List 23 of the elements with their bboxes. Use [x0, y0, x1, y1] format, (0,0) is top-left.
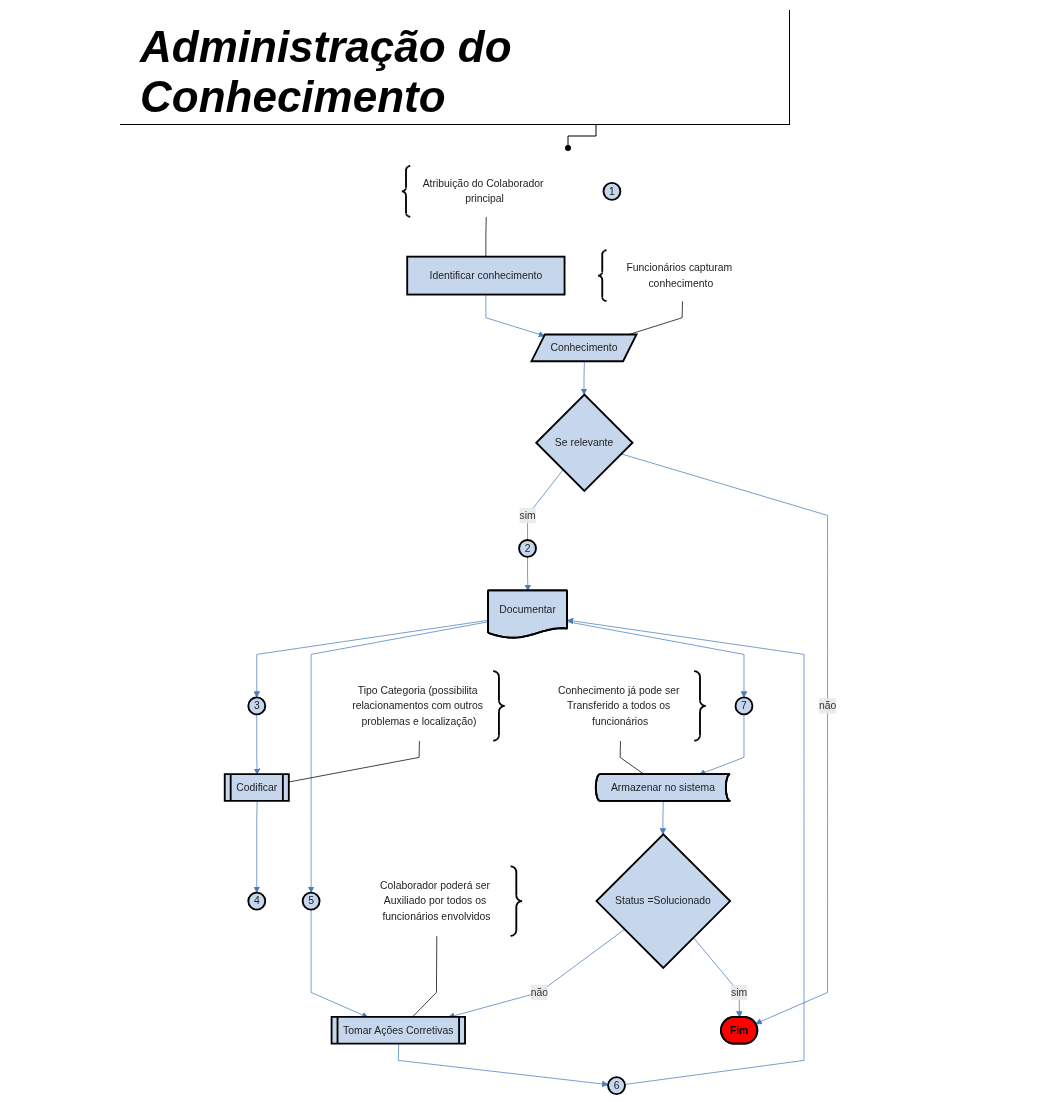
node-box: Identificar conhecimento [406, 255, 566, 296]
node-text: Funcionários capturam conhecimento [626, 261, 733, 289]
node-circle: 3 [247, 696, 267, 716]
edge-label: sim [731, 986, 748, 998]
connector [288, 740, 420, 783]
node-diamond: Status =Solucionado [595, 832, 732, 970]
node-circle: 7 [734, 696, 754, 716]
node-circle: 2 [518, 539, 537, 558]
edge-label: sim [519, 509, 536, 522]
node-circle: 1 [602, 181, 622, 201]
node-circle: 4 [247, 891, 267, 911]
edge-label: não [530, 986, 548, 998]
node-circle: 5 [301, 891, 321, 911]
node-diamond: Se relevante [534, 393, 634, 493]
node-text: Atribuição do Colaborador principal [422, 177, 544, 205]
edge-label: não [818, 699, 837, 712]
node-text: Colaborador poderá ser Auxiliado por todos os funcionários envolvidos [380, 879, 491, 923]
connector [527, 469, 564, 541]
title: Administração do Conhecimento [120, 10, 790, 125]
node-circle: 6 [607, 1076, 626, 1095]
connector [485, 216, 487, 258]
node-text: Conhecimento já pode ser Transferido a todos os funcionários [557, 683, 680, 728]
node-text: Tipo Categoria (possibilita relacionamentos com outros problemas e localização) [352, 683, 483, 728]
